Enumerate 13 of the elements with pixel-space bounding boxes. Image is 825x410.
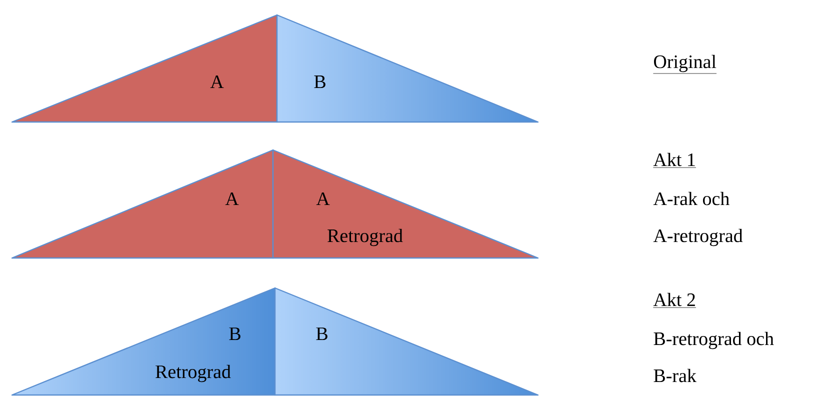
triangle: A Retrograd — [272, 149, 539, 259]
triangle: B — [274, 287, 539, 396]
label-text: B-rak — [654, 368, 696, 382]
triangle: B — [276, 14, 539, 123]
label-text: B-retrograd och — [654, 332, 774, 350]
heading: Akt 1 — [653, 152, 696, 168]
triangle: A — [11, 149, 274, 259]
triangle: A — [11, 14, 278, 123]
triangle: B Retrograd — [11, 287, 276, 396]
heading: Akt 2 — [653, 292, 696, 308]
label-text: A-retrograd — [653, 228, 743, 246]
label-text: A-rak och — [653, 192, 730, 206]
heading: Original — [653, 54, 717, 74]
